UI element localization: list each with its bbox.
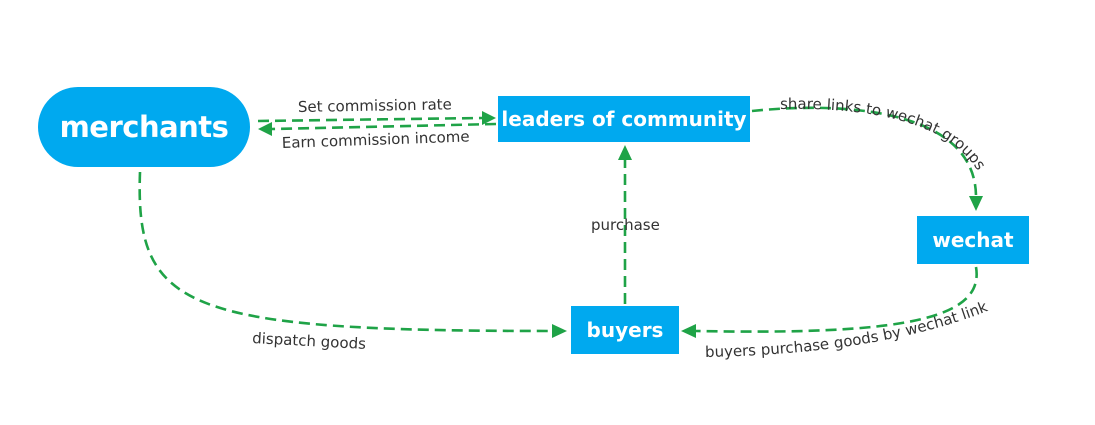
label-share-links: share links to wechat groups [780, 95, 990, 174]
label-earn-commission: Earn commission income [282, 127, 470, 152]
label-purchase: purchase [591, 216, 660, 234]
edge-earn-commission [271, 122, 497, 131]
edge-set-commission [257, 116, 483, 123]
edge-buyers-purchase [695, 266, 978, 333]
merchants-node: merchants [38, 87, 250, 167]
buyers-node: buyers [571, 306, 679, 354]
arrowhead-to-leaders [482, 111, 496, 125]
arrowhead-to-leaders-bottom [618, 145, 632, 160]
arrowhead-to-wechat [969, 196, 983, 211]
edge-share-links [751, 106, 978, 197]
arrowhead-to-buyers-right [681, 324, 696, 338]
arrowhead-to-merchants [258, 122, 272, 136]
arrowhead-to-buyers-left [552, 324, 567, 338]
leaders-of-community-node: leaders of community [498, 96, 750, 142]
label-set-commission: Set commission rate [298, 95, 452, 116]
edge-dispatch [138, 171, 553, 333]
wechat-node: wechat [917, 216, 1029, 264]
label-dispatch: dispatch goods [252, 329, 367, 353]
